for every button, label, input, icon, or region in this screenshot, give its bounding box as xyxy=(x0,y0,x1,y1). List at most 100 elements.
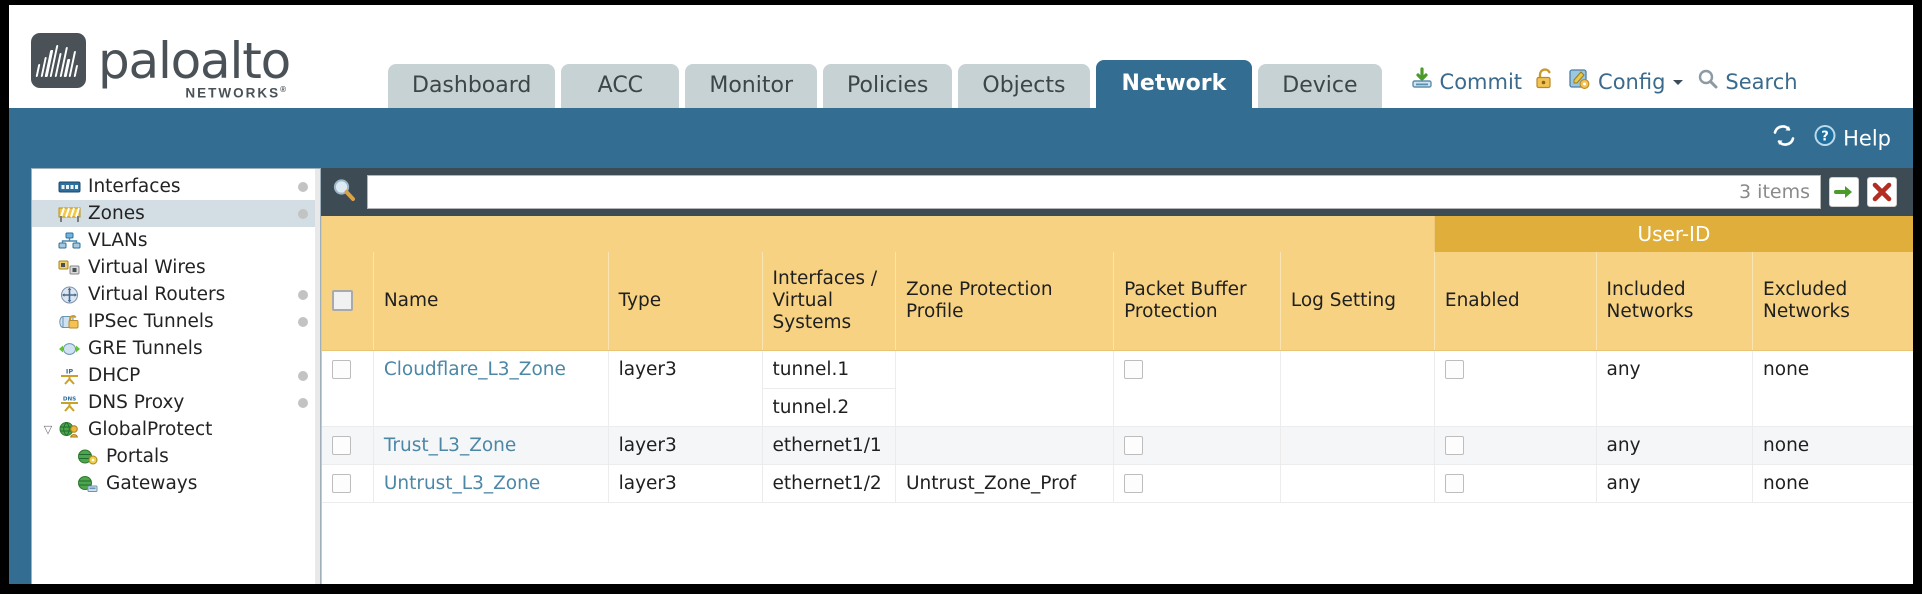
nav-tab-acc[interactable]: ACC xyxy=(561,64,680,108)
cell-name: Trust_L3_Zone xyxy=(372,426,609,465)
chevron-down-icon xyxy=(1671,70,1685,94)
userid-enabled-checkbox[interactable] xyxy=(1444,474,1464,493)
gre-tunnels-icon xyxy=(58,340,81,358)
column-header-packet-buffer-protection[interactable]: Packet Buffer Protection xyxy=(1113,252,1281,351)
packet-buffer-protection-checkbox[interactable] xyxy=(1124,474,1144,493)
help-button[interactable]: ? Help xyxy=(1813,124,1891,153)
column-header-interfaces-virtual-systems[interactable]: Interfaces / Virtual Systems xyxy=(761,252,896,351)
column-header-log-setting[interactable]: Log Setting xyxy=(1279,252,1435,351)
commit-label: Commit xyxy=(1439,69,1523,94)
nav-tab-policies[interactable]: Policies xyxy=(823,64,953,108)
sidebar-item-virtual-routers[interactable]: Virtual Routers xyxy=(32,281,320,308)
nav-tab-dashboard[interactable]: Dashboard xyxy=(388,64,556,108)
cell-included-networks: any xyxy=(1595,426,1753,465)
padlock-icon[interactable] xyxy=(1534,67,1556,96)
row-checkbox[interactable] xyxy=(332,474,351,493)
sidebar-item-label: GRE Tunnels xyxy=(88,338,203,359)
cell-excluded-networks: none xyxy=(1752,426,1913,465)
dns-proxy-icon: DNS xyxy=(58,394,81,412)
svg-text:IP: IP xyxy=(66,367,73,375)
sidebar-status-dot xyxy=(298,208,308,219)
apply-filter-button[interactable] xyxy=(1829,177,1859,207)
cell-included-networks: any xyxy=(1595,464,1753,503)
table-empty-area xyxy=(322,502,1913,584)
cell-userid-enabled xyxy=(1433,350,1597,427)
cell-zone-protection-profile xyxy=(894,426,1114,465)
group-header-user-id: User-ID xyxy=(1433,216,1913,252)
nav-tab-objects[interactable]: Objects xyxy=(958,64,1090,108)
column-header-enabled[interactable]: Enabled xyxy=(1433,252,1597,351)
ipsec-tunnels-icon xyxy=(58,313,81,331)
column-header-zone-protection-profile[interactable]: Zone Protection Profile xyxy=(894,252,1114,351)
sidebar-item-globalprotect[interactable]: ▽GlobalProtect xyxy=(32,416,320,443)
packet-buffer-protection-checkbox[interactable] xyxy=(1124,360,1144,379)
zone-name-link[interactable]: Untrust_L3_Zone xyxy=(383,472,541,494)
expand-caret-icon[interactable]: ▽ xyxy=(43,423,53,436)
clear-filter-button[interactable] xyxy=(1867,177,1897,207)
help-icon: ? xyxy=(1813,124,1837,153)
userid-enabled-checkbox[interactable] xyxy=(1444,360,1464,379)
row-select-cell xyxy=(322,426,374,465)
nav-tab-monitor[interactable]: Monitor xyxy=(685,64,817,108)
sidebar-item-zones[interactable]: Zones xyxy=(32,200,320,227)
row-checkbox[interactable] xyxy=(332,436,351,455)
cell-userid-enabled xyxy=(1433,464,1597,503)
sidebar-item-gateways[interactable]: Gateways xyxy=(32,470,320,497)
filter-search-input[interactable] xyxy=(378,181,1732,203)
zone-name-link[interactable]: Cloudflare_L3_Zone xyxy=(383,358,566,380)
userid-enabled-checkbox[interactable] xyxy=(1444,436,1464,455)
vlans-icon xyxy=(58,232,81,250)
brand-tagline: NETWORKS® xyxy=(185,84,288,100)
cell-type: layer3 xyxy=(607,426,763,465)
search-button[interactable]: Search xyxy=(1697,68,1798,95)
row-checkbox[interactable] xyxy=(332,360,351,379)
column-header-included-networks[interactable]: Included Networks xyxy=(1595,252,1753,351)
sidebar-item-interfaces[interactable]: Interfaces xyxy=(32,173,320,200)
refresh-icon[interactable] xyxy=(1771,124,1797,153)
nav-tab-device[interactable]: Device xyxy=(1258,64,1382,108)
nav-tab-network[interactable]: Network xyxy=(1095,60,1253,108)
select-all-checkbox[interactable] xyxy=(332,290,353,312)
cell-excluded-networks: none xyxy=(1752,350,1913,427)
row-select-cell xyxy=(322,350,374,427)
sidebar-item-vlans[interactable]: VLANs xyxy=(32,227,320,254)
filter-bar: 3 items xyxy=(321,168,1913,216)
sidebar-item-virtual-wires[interactable]: Virtual Wires xyxy=(32,254,320,281)
column-header-excluded-networks[interactable]: Excluded Networks xyxy=(1752,252,1913,351)
sidebar-item-gre-tunnels[interactable]: GRE Tunnels xyxy=(32,335,320,362)
sidebar-scrollbar[interactable] xyxy=(315,169,320,584)
sidebar-status-dot xyxy=(298,370,308,381)
commit-button[interactable]: Commit xyxy=(1410,67,1523,96)
cell-packet-buffer-protection xyxy=(1113,464,1281,503)
cell-type: layer3 xyxy=(607,350,763,427)
filter-search-icon[interactable] xyxy=(329,175,359,210)
search-field-wrapper[interactable]: 3 items xyxy=(367,175,1821,209)
packet-buffer-protection-checkbox[interactable] xyxy=(1124,436,1144,455)
interface-entry: tunnel.2 xyxy=(772,396,850,418)
portals-icon xyxy=(76,448,99,466)
cell-excluded-networks: none xyxy=(1752,464,1913,503)
select-all-header-cell xyxy=(322,252,374,351)
sidebar-status-dot xyxy=(298,289,308,300)
column-header-type[interactable]: Type xyxy=(607,252,763,351)
interface-entry: ethernet1/1 xyxy=(772,434,882,456)
sidebar-item-ipsec-tunnels[interactable]: IPSec Tunnels xyxy=(32,308,320,335)
column-header-name[interactable]: Name xyxy=(372,252,609,351)
main-content: 3 items xyxy=(321,168,1913,584)
cell-packet-buffer-protection xyxy=(1113,350,1281,427)
config-dropdown[interactable]: Config xyxy=(1568,67,1685,96)
zone-name-link[interactable]: Trust_L3_Zone xyxy=(383,434,517,456)
sidebar-item-portals[interactable]: Portals xyxy=(32,443,320,470)
